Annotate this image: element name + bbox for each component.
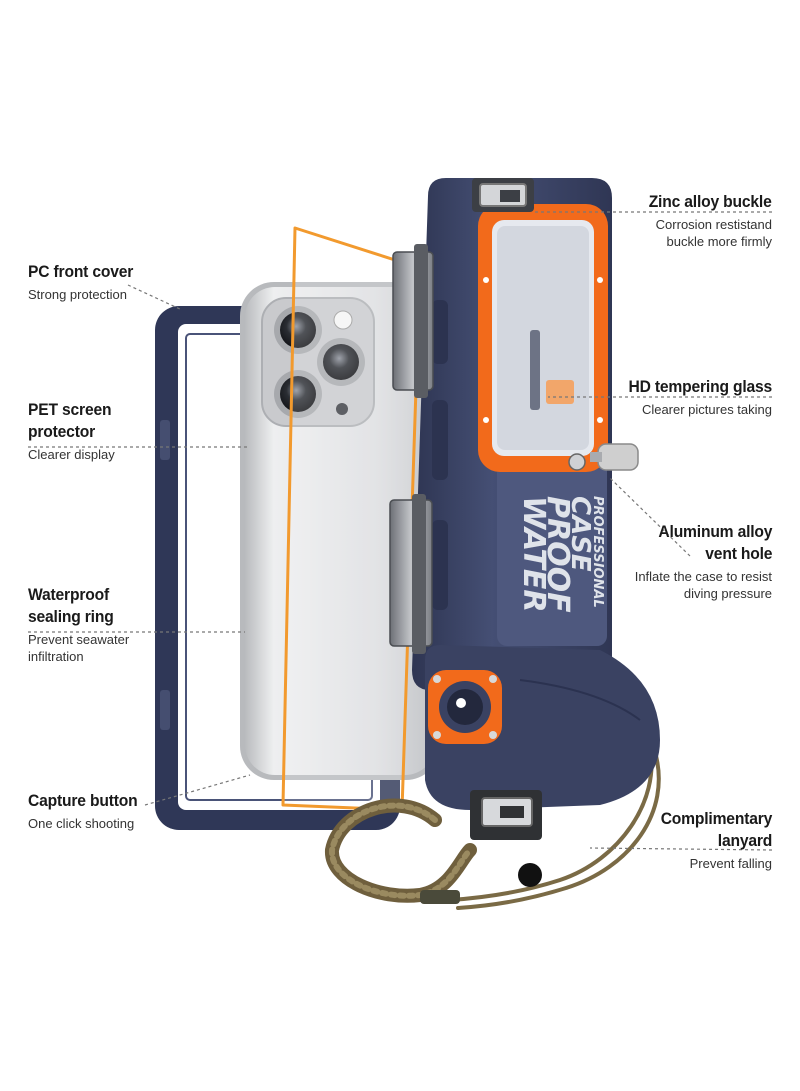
callout-title: Complimentary lanyard xyxy=(660,809,773,850)
callout-sealing-ring: Waterproof sealing ring Prevent seawater… xyxy=(28,584,129,665)
callout-pet-screen-protector: PET screen protector Clearer display xyxy=(28,399,119,463)
callout-aluminum-vent-hole: Aluminum alloy vent hole Inflate the cas… xyxy=(635,521,772,602)
case-branding: WATER PROOF CASE PROFESSIONAL xyxy=(516,496,605,613)
svg-text:WATER: WATER xyxy=(516,496,551,612)
callout-subtitle: Prevent falling xyxy=(689,856,772,871)
callout-title: Capture button xyxy=(28,791,138,810)
case-hinges xyxy=(389,244,434,654)
callout-subtitle: Corrosion restistand buckle more firmly xyxy=(655,217,772,249)
callout-hd-tempering-glass: HD tempering glass Clearer pictures taki… xyxy=(616,376,772,418)
callout-title: Aluminum alloy vent hole xyxy=(658,522,772,563)
capture-button[interactable] xyxy=(428,670,502,744)
callout-title: PC front cover xyxy=(28,262,134,281)
hd-tempering-glass-window xyxy=(478,204,608,472)
leader-lines xyxy=(28,211,773,851)
callout-capture-button: Capture button One click shooting xyxy=(28,790,147,832)
callout-title: HD tempering glass xyxy=(628,377,772,396)
callout-lanyard: Complimentary lanyard Prevent falling xyxy=(651,808,773,872)
callout-subtitle: Prevent seawater infiltration xyxy=(28,632,130,664)
bottom-buckle xyxy=(470,790,542,840)
callout-title: PET screen protector xyxy=(28,400,112,441)
callout-pc-front-cover: PC front cover Strong protection xyxy=(28,261,142,303)
lanyard xyxy=(325,746,661,910)
callout-subtitle: Inflate the case to resist diving pressu… xyxy=(634,569,772,601)
vent-hole-screw xyxy=(568,443,639,471)
svg-text:PROOF: PROOF xyxy=(540,496,575,613)
callout-subtitle: Strong protection xyxy=(28,287,128,302)
callout-subtitle: Clearer pictures taking xyxy=(641,402,772,417)
callout-title: Zinc alloy buckle xyxy=(649,192,772,211)
callout-zinc-alloy-buckle: Zinc alloy buckle Corrosion restistand b… xyxy=(638,191,772,250)
svg-text:PROFESSIONAL: PROFESSIONAL xyxy=(590,496,605,608)
callout-subtitle: One click shooting xyxy=(28,816,135,831)
zinc-alloy-buckle xyxy=(472,178,534,212)
svg-text:CASE: CASE xyxy=(565,496,595,572)
callout-subtitle: Clearer display xyxy=(28,447,115,462)
callout-title: Waterproof sealing ring xyxy=(28,585,114,626)
